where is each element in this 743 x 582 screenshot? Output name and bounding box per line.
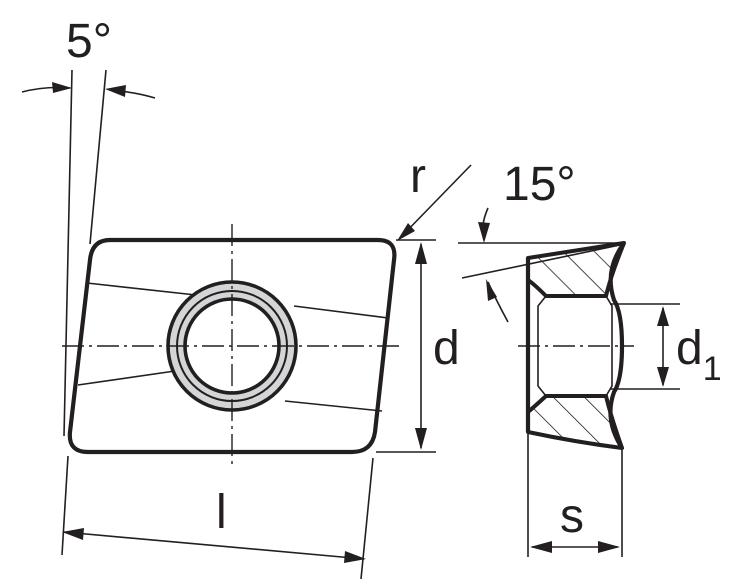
inscribed-diameter-label: d: [433, 322, 460, 375]
rake-angle-label: 15°: [503, 158, 576, 211]
corner-radius-dimension: r: [397, 150, 472, 241]
thickness-dimension: s: [527, 434, 623, 557]
inscribed-diameter-dimension: d: [376, 239, 460, 453]
chip-breaker-upper-right: [293, 305, 389, 319]
length-dimension: l: [61, 455, 374, 580]
insert-body: [67, 237, 397, 455]
hole-diameter-dimension: d1: [610, 303, 722, 390]
clearance-angle-label: 5°: [66, 15, 112, 68]
hole-diameter-label: d1: [676, 322, 722, 388]
side-section-view: [518, 241, 634, 450]
lower-section: [526, 394, 624, 450]
chip-breaker-lower-right: [284, 400, 383, 412]
chip-breaker-lower-left: [77, 370, 176, 386]
thickness-label: s: [560, 490, 584, 543]
clearance-angle-dimension: 5°: [21, 15, 156, 437]
length-label: l: [216, 486, 227, 539]
front-view: [62, 224, 400, 466]
rake-angle-dimension: 15°: [458, 158, 624, 323]
chip-breaker-upper-left: [86, 282, 206, 297]
corner-radius-label: r: [410, 150, 426, 203]
hole-diameter-subscript: 1: [703, 350, 722, 388]
